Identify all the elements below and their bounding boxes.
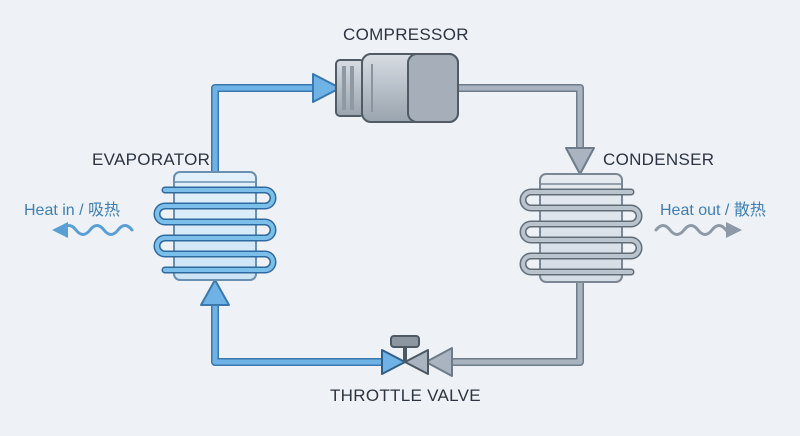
heat-in-arrow-icon (52, 222, 134, 238)
heat-out-label: Heat out / 散热 (660, 202, 766, 219)
evaporator-icon (153, 171, 277, 281)
heat-out-arrow-icon (654, 222, 742, 238)
pipe-condenser-to-valve (425, 280, 584, 377)
arrow-to-compressor-icon (312, 73, 341, 103)
pipe-evaporator-to-compressor (211, 73, 341, 172)
compressor-icon (335, 53, 459, 123)
condenser-label: CONDENSER (603, 150, 715, 169)
arrow-to-valve-icon (425, 347, 453, 377)
arrow-to-evaporator-icon (200, 279, 230, 306)
evaporator-label: EVAPORATOR (92, 150, 211, 169)
pipe-compressor-to-condenser (458, 84, 595, 175)
throttle-valve-icon (381, 335, 429, 375)
heat-in-label: Heat in / 吸热 (24, 202, 121, 219)
compressor-label: COMPRESSOR (343, 25, 469, 44)
arrow-to-condenser-icon (565, 147, 595, 175)
condenser-icon (519, 173, 643, 283)
pipe-valve-to-evaporator (200, 279, 384, 366)
throttle-valve-label: THROTTLE VALVE (330, 386, 481, 405)
